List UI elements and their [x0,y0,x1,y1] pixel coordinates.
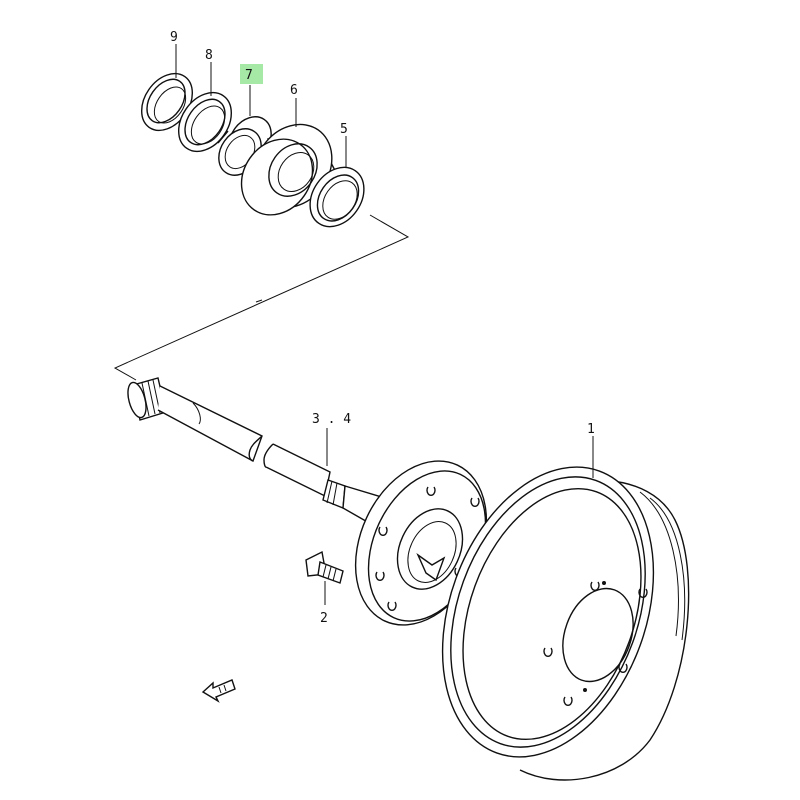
callout-2: 2 [320,611,328,626]
part-6-bearing [240,123,341,216]
part-2-wheel-stud [305,550,344,584]
callout-7: 7 [245,68,253,83]
callout-6: 6 [290,83,298,98]
callout-1: 1 [587,422,595,437]
assembly-guide-line [113,214,410,381]
callout-5: 5 [340,122,348,137]
part-5-seal [309,166,365,228]
guide-dash [255,299,263,303]
part-1-brake-drum [441,466,690,781]
callout-9: 9 [170,30,178,45]
callout-7-highlight [240,64,263,84]
callout-3-4: 3 . 4 [312,412,351,427]
part-3-4-axle-shaft [127,377,386,530]
callout-8: 8 [205,48,213,63]
fwd-arrow-icon [201,679,236,703]
part-8-ring [177,91,233,153]
